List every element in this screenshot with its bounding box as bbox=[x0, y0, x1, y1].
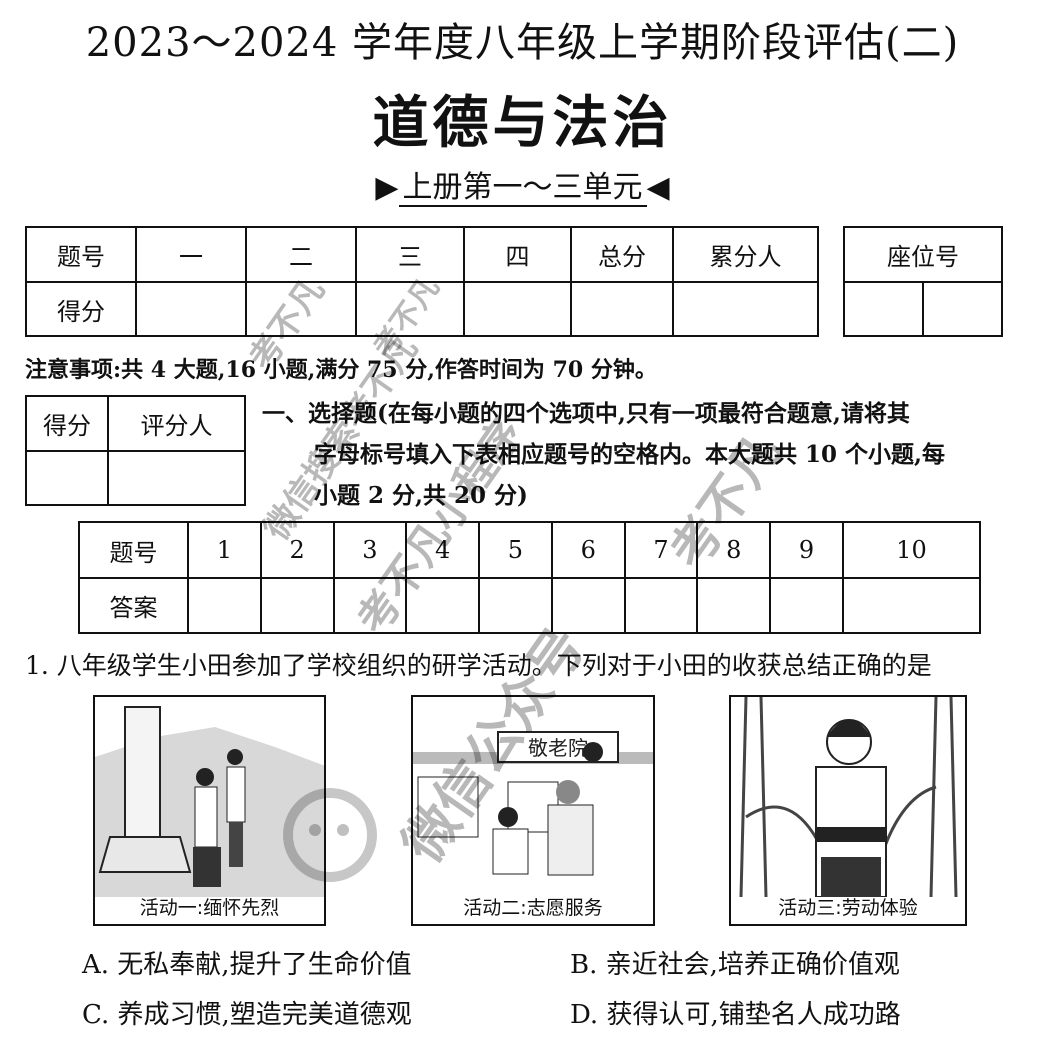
grader-header: 得分 bbox=[25, 395, 109, 452]
score-row-label: 得分 bbox=[25, 281, 137, 337]
seat-cell[interactable] bbox=[922, 281, 1003, 337]
image-caption: 活动二:志愿服务 bbox=[463, 897, 603, 919]
answer-number: 1 bbox=[187, 521, 262, 579]
answer-number: 2 bbox=[259, 521, 335, 579]
score-header: 二 bbox=[245, 226, 357, 283]
nursing-home-illustration: 敬老院 bbox=[413, 731, 653, 876]
answer-cell-9[interactable] bbox=[769, 577, 844, 634]
score-header: 总分 bbox=[570, 226, 674, 283]
grader-header: 评分人 bbox=[107, 395, 246, 452]
score-header: 三 bbox=[355, 226, 465, 283]
answer-number: 9 bbox=[769, 521, 844, 579]
answer-cell-2[interactable] bbox=[259, 577, 335, 634]
answer-cell-10[interactable] bbox=[841, 577, 982, 634]
activity-image-3: 活动三:劳动体验 bbox=[729, 695, 967, 926]
wechat-logo-watermark bbox=[283, 788, 377, 882]
score-cell[interactable] bbox=[463, 281, 572, 337]
answer-cell-6[interactable] bbox=[550, 577, 626, 634]
answer-cell-8[interactable] bbox=[696, 577, 772, 634]
section-line: 小题 2 分,共 20 分) bbox=[314, 482, 528, 509]
arrow-left-icon: ◀ bbox=[646, 170, 670, 205]
image-caption: 活动三:劳动体验 bbox=[778, 897, 918, 919]
score-header: 四 bbox=[463, 226, 572, 283]
answer-number: 3 bbox=[332, 521, 408, 579]
scope-subtitle: ▶上册第一～三单元◀ bbox=[0, 162, 1045, 207]
option-d[interactable]: D. 获得认可,铺垫名人成功路 bbox=[570, 1000, 901, 1030]
seat-header: 座位号 bbox=[843, 226, 1003, 283]
score-header: 累分人 bbox=[672, 226, 819, 283]
seat-table: 座位号 bbox=[843, 226, 1003, 337]
grader-cell[interactable] bbox=[107, 450, 246, 506]
option-b[interactable]: B. 亲近社会,培养正确价值观 bbox=[570, 950, 900, 980]
answer-cell-7[interactable] bbox=[623, 577, 699, 634]
score-cell[interactable] bbox=[135, 281, 247, 337]
question-stem: 1. 八年级学生小田参加了学校组织的研学活动。下列对于小田的收获总结正确的是 bbox=[25, 651, 932, 680]
section-line: 一、选择题(在每小题的四个选项中,只有一项最符合题意,请将其 bbox=[262, 400, 910, 427]
cornfield-illustration bbox=[739, 697, 958, 897]
scope-text: 上册第一～三单元 bbox=[398, 170, 647, 207]
answer-cell-1[interactable] bbox=[187, 577, 262, 634]
grader-cell[interactable] bbox=[25, 450, 109, 506]
sign-text: 敬老院 bbox=[528, 736, 588, 760]
score-cell[interactable] bbox=[672, 281, 819, 337]
answer-number: 7 bbox=[623, 521, 699, 579]
answer-row-label: 答案 bbox=[78, 577, 189, 634]
answer-cell-3[interactable] bbox=[332, 577, 408, 634]
answer-row-label: 题号 bbox=[78, 521, 189, 579]
activity-image-1: 活动一:缅怀先烈 bbox=[93, 695, 326, 926]
answer-cell-5[interactable] bbox=[478, 577, 553, 634]
arrow-right-icon: ▶ bbox=[375, 170, 399, 205]
exam-title: 2023～2024 学年度八年级上学期阶段评估(二) bbox=[85, 20, 960, 66]
answer-number: 5 bbox=[478, 521, 553, 579]
subject-title: 道德与法治 bbox=[372, 90, 673, 156]
answer-cell-4[interactable] bbox=[405, 577, 481, 634]
score-cell[interactable] bbox=[245, 281, 357, 337]
activity-image-2: 敬老院 活动二:志愿服务 bbox=[411, 695, 655, 926]
score-table: 题号 一 二 三 四 总分 累分人 得分 bbox=[25, 226, 819, 337]
section-instructions: 一、选择题(在每小题的四个选项中,只有一项最符合题意,请将其 字母标号填入下表相… bbox=[262, 393, 1027, 516]
seat-cell[interactable] bbox=[843, 281, 924, 337]
score-header: 一 bbox=[135, 226, 247, 283]
notice: 注意事项:共 4 大题,16 小题,满分 75 分,作答时间为 70 分钟。 bbox=[25, 357, 657, 383]
section-line: 字母标号填入下表相应题号的空格内。本大题共 10 个小题,每 bbox=[314, 441, 946, 468]
answer-number: 10 bbox=[841, 521, 982, 579]
score-cell[interactable] bbox=[355, 281, 465, 337]
memorial-illustration bbox=[95, 706, 324, 897]
grader-table: 得分评分人 bbox=[25, 395, 246, 506]
option-c[interactable]: C. 养成习惯,塑造完美道德观 bbox=[82, 1000, 412, 1030]
image-caption: 活动一:缅怀先烈 bbox=[139, 897, 280, 919]
answer-number: 4 bbox=[405, 521, 481, 579]
score-header: 题号 bbox=[25, 226, 137, 283]
option-a[interactable]: A. 无私奉献,提升了生命价值 bbox=[82, 950, 412, 980]
score-cell[interactable] bbox=[570, 281, 674, 337]
answer-number: 6 bbox=[550, 521, 626, 579]
answer-number: 8 bbox=[696, 521, 772, 579]
